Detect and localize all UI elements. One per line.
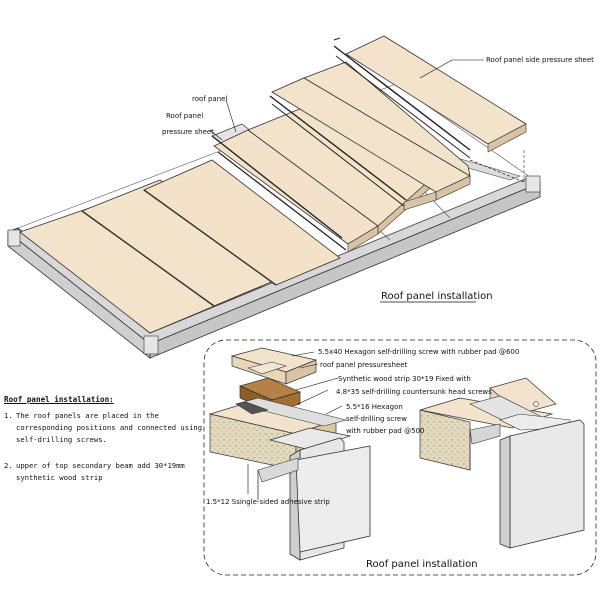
note-number: 2. [4, 461, 13, 470]
installation-notes: Roof panel installation: 1. The roof pan… [4, 394, 209, 484]
label-hex-c: with rubber pad @500 [346, 427, 424, 435]
label-adhesive: 1.5*12 Ssingle-sided adhesive strip [206, 498, 330, 506]
notes-heading: Roof panel installation: [4, 395, 114, 404]
label-countersunk: 4.8*35 self-drilling countersunk head sc… [336, 388, 492, 396]
label-wood-strip: Synthetic wood strip 30*19 Fixed with [338, 375, 471, 383]
note-item: 1. The roof panels are placed in the cor… [4, 410, 209, 446]
note-text: The roof panels are placed in the corres… [16, 411, 203, 444]
base-frame [7, 83, 541, 359]
top-title: Roof panel installation [381, 291, 493, 302]
detail-right-assembly [419, 377, 585, 549]
floating-panel-2 [269, 61, 471, 211]
label-roof-panel-a: Roof panel [166, 112, 203, 120]
label-roof-panel: roof panel [192, 95, 227, 103]
top-leaders [209, 59, 484, 141]
detail-leaders [247, 351, 343, 494]
label-hex-a: 5.5*16 Hexagon [346, 403, 403, 411]
label-pressuresheet: roof panel pressuresheet [320, 361, 408, 369]
detail-title: Roof panel installation [366, 559, 478, 570]
note-text: upper of top secondary beam add 30*19mm … [16, 461, 185, 482]
floating-panel-3 [333, 35, 527, 159]
label-hex-screw-600: 5.5x40 Hexagon self-drilling screw with … [318, 348, 519, 356]
note-number: 1. [4, 411, 13, 420]
installed-panels [19, 159, 341, 334]
label-side-pressure-sheet: Roof panel side pressure sheet [486, 56, 594, 64]
note-item: 2. upper of top secondary beam add 30*19… [4, 460, 209, 484]
label-hex-b: self-drilling screw [346, 415, 407, 423]
label-pressure-sheet: pressure sheet [162, 128, 214, 136]
